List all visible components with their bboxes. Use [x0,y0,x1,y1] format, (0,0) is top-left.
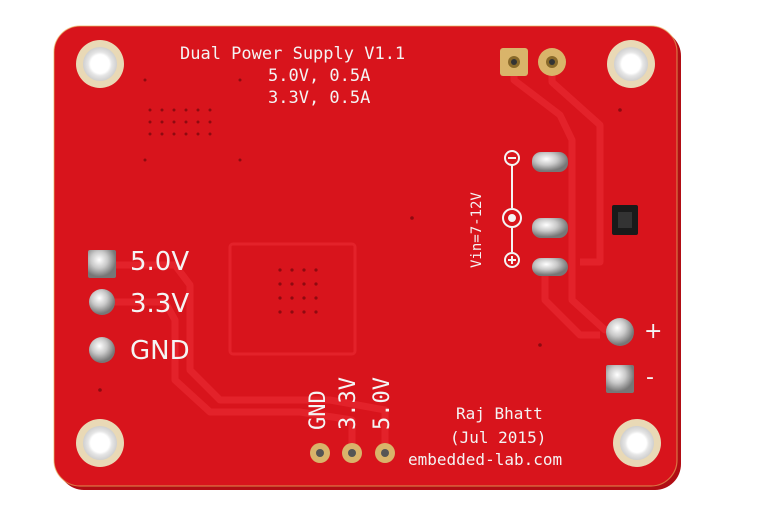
board-title: Dual Power Supply V1.1 [180,44,406,64]
header-label-5v: 5.0V [370,377,395,430]
smd-component [612,205,638,235]
copper-traces [102,70,621,453]
dc-jack-pads [532,152,568,276]
input-voltage-label: Vin=7-12V [469,192,485,268]
output-label-gnd: GND [130,336,190,366]
input-header-pads [500,48,566,76]
header-label-3v3: 3.3V [336,377,361,430]
via-grid-center [278,268,318,314]
output-pads-left [88,250,116,363]
output-header-pins [310,443,395,463]
rating-5v: 5.0V, 0.5A [268,66,371,86]
build-date: (Jul 2015) [450,428,547,447]
mounting-hole-bl [76,419,124,467]
mounting-hole-br [613,419,661,467]
terminal-minus-label: - [646,365,654,390]
thermal-pad-outline [228,242,357,356]
rating-3v3: 3.3V, 0.5A [268,88,371,108]
header-label-gnd: GND [306,390,331,430]
terminal-pads-right [606,318,634,393]
author-name: Raj Bhatt [456,404,543,423]
via-grid-top [98,78,622,392]
polarity-symbol [502,150,522,268]
mounting-hole-tr [607,40,655,88]
output-label-5v: 5.0V [130,247,190,277]
output-label-3v3: 3.3V [130,289,190,319]
website: embedded-lab.com [408,450,563,469]
mounting-hole-tl [76,40,124,88]
terminal-plus-label: + [644,319,663,344]
board-surface [54,26,677,486]
